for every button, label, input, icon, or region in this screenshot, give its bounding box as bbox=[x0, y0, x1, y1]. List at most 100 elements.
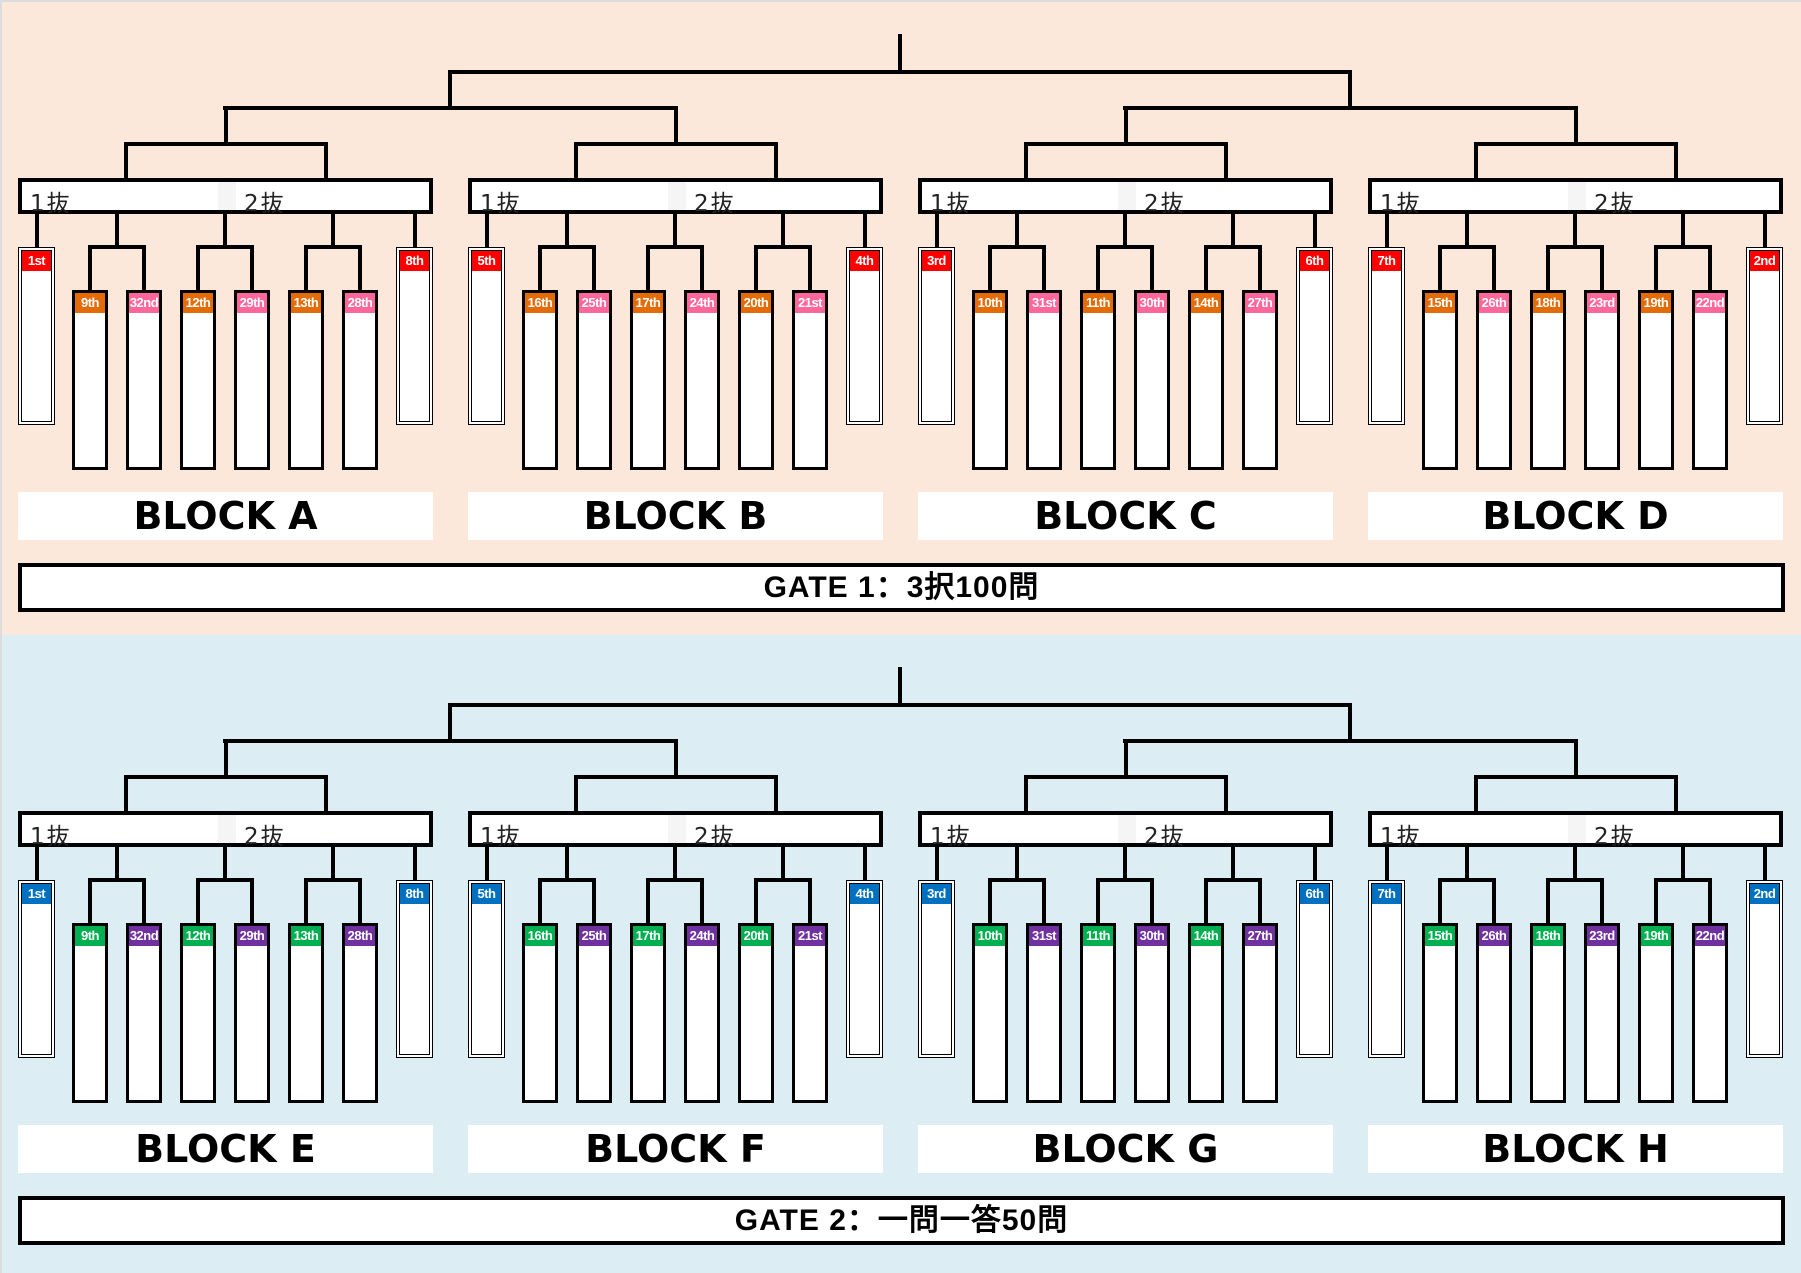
seed-slot-left[interactable]: 3rd bbox=[918, 247, 955, 425]
final-stem-line bbox=[898, 34, 902, 74]
pair-bracket-line bbox=[304, 878, 362, 882]
seed-slot-left[interactable]: 7th bbox=[1368, 247, 1405, 425]
seed-slot-right[interactable]: 2nd bbox=[1746, 247, 1783, 425]
seed-slot-left[interactable]: 3rd bbox=[918, 880, 955, 1058]
rank-tag: 25th bbox=[579, 926, 609, 946]
player-slot[interactable]: 18th bbox=[1530, 923, 1566, 1103]
block-bracket-line bbox=[773, 142, 778, 182]
pair-bracket-line bbox=[1204, 245, 1208, 294]
player-slot[interactable]: 27th bbox=[1242, 290, 1278, 470]
player-slot[interactable]: 16th bbox=[522, 290, 558, 470]
block-bracket-line bbox=[1473, 775, 1678, 779]
pair-bracket-line bbox=[1600, 878, 1604, 927]
seed-slot-left[interactable]: 5th bbox=[468, 880, 505, 1058]
block-bracket-line bbox=[123, 775, 128, 815]
player-slot[interactable]: 23rd bbox=[1584, 923, 1620, 1103]
advancement-bar-divider bbox=[668, 815, 686, 843]
seed-slot-left[interactable]: 1st bbox=[18, 880, 55, 1058]
player-slot[interactable]: 26th bbox=[1476, 923, 1512, 1103]
player-slot[interactable]: 23rd bbox=[1584, 290, 1620, 470]
player-slot[interactable]: 14th bbox=[1188, 290, 1224, 470]
player-slot[interactable]: 30th bbox=[1134, 290, 1170, 470]
player-slot[interactable]: 12th bbox=[180, 923, 216, 1103]
gate2-title-bar: GATE 2：一問一答50問 bbox=[18, 1196, 1785, 1245]
seed-slot-right[interactable]: 2nd bbox=[1746, 880, 1783, 1058]
player-slot[interactable]: 31st bbox=[1026, 923, 1062, 1103]
player-slot[interactable]: 10th bbox=[972, 290, 1008, 470]
block-bracket-line bbox=[573, 775, 578, 815]
advancement-bar-divider bbox=[1568, 815, 1586, 843]
pair-stem-line bbox=[331, 845, 335, 882]
player-slot[interactable]: 14th bbox=[1188, 923, 1224, 1103]
semifinal-left-bracket-line bbox=[223, 106, 677, 110]
player-slot[interactable]: 21st bbox=[792, 290, 828, 470]
player-slot[interactable]: 9th bbox=[72, 923, 108, 1103]
player-slot[interactable]: 20th bbox=[738, 923, 774, 1103]
seed-slot-right[interactable]: 6th bbox=[1296, 880, 1333, 1058]
player-slot[interactable]: 9th bbox=[72, 290, 108, 470]
player-slot[interactable]: 20th bbox=[738, 290, 774, 470]
player-slot[interactable]: 15th bbox=[1422, 923, 1458, 1103]
player-slot[interactable]: 22nd bbox=[1692, 290, 1728, 470]
player-slot[interactable]: 29th bbox=[234, 923, 270, 1103]
player-slot[interactable]: 11th bbox=[1080, 290, 1116, 470]
pair-stem-line bbox=[1573, 845, 1577, 882]
pair-stem-line bbox=[1123, 212, 1127, 249]
player-slot[interactable]: 10th bbox=[972, 923, 1008, 1103]
player-slot[interactable]: 15th bbox=[1422, 290, 1458, 470]
seed-stem-line bbox=[1312, 845, 1317, 882]
player-slot[interactable]: 29th bbox=[234, 290, 270, 470]
player-slot[interactable]: 19th bbox=[1638, 290, 1674, 470]
pair-stem-line bbox=[223, 845, 227, 882]
seed-slot-left[interactable]: 7th bbox=[1368, 880, 1405, 1058]
player-slot[interactable]: 30th bbox=[1134, 923, 1170, 1103]
final-bracket-line bbox=[448, 70, 1352, 74]
rank-tag: 25th bbox=[579, 293, 609, 313]
seed-slot-right[interactable]: 8th bbox=[396, 880, 433, 1058]
player-slot[interactable]: 21st bbox=[792, 923, 828, 1103]
player-slot[interactable]: 22nd bbox=[1692, 923, 1728, 1103]
player-slot[interactable]: 19th bbox=[1638, 923, 1674, 1103]
player-slot[interactable]: 32nd bbox=[126, 923, 162, 1103]
seed-slot-right[interactable]: 4th bbox=[846, 247, 883, 425]
block-bracket-line bbox=[123, 775, 328, 779]
player-slot[interactable]: 17th bbox=[630, 290, 666, 470]
player-slot[interactable]: 32nd bbox=[126, 290, 162, 470]
seed-slot-right[interactable]: 4th bbox=[846, 880, 883, 1058]
pair-bracket-line bbox=[1042, 878, 1046, 927]
player-slot[interactable]: 31st bbox=[1026, 290, 1062, 470]
seed-slot-right[interactable]: 6th bbox=[1296, 247, 1333, 425]
pair-bracket-line bbox=[538, 245, 596, 249]
player-slot[interactable]: 24th bbox=[684, 923, 720, 1103]
player-slot[interactable]: 13th bbox=[288, 923, 324, 1103]
rank-tag: 23rd bbox=[1587, 926, 1617, 946]
seed-slot-right[interactable]: 8th bbox=[396, 247, 433, 425]
player-slot[interactable]: 28th bbox=[342, 923, 378, 1103]
player-slot[interactable]: 28th bbox=[342, 290, 378, 470]
block-stem-line bbox=[1123, 106, 1128, 146]
player-slot[interactable]: 18th bbox=[1530, 290, 1566, 470]
player-slot[interactable]: 17th bbox=[630, 923, 666, 1103]
rank-tag: 14th bbox=[1191, 293, 1221, 313]
player-slot[interactable]: 12th bbox=[180, 290, 216, 470]
pair-bracket-line bbox=[1204, 245, 1262, 249]
seed-stem-line bbox=[862, 845, 867, 882]
player-slot[interactable]: 11th bbox=[1080, 923, 1116, 1103]
seed-slot-left[interactable]: 5th bbox=[468, 247, 505, 425]
player-slot[interactable]: 25th bbox=[576, 923, 612, 1103]
pair-bracket-line bbox=[1204, 878, 1208, 927]
rank-tag: 11th bbox=[1083, 293, 1113, 313]
rank-tag: 31st bbox=[1029, 293, 1059, 313]
seed-slot-left[interactable]: 1st bbox=[18, 247, 55, 425]
player-slot[interactable]: 27th bbox=[1242, 923, 1278, 1103]
pair-stem-line bbox=[673, 845, 677, 882]
pair-bracket-line bbox=[196, 878, 200, 927]
pair-bracket-line bbox=[1546, 878, 1604, 882]
player-slot[interactable]: 24th bbox=[684, 290, 720, 470]
player-slot[interactable]: 16th bbox=[522, 923, 558, 1103]
player-slot[interactable]: 13th bbox=[288, 290, 324, 470]
player-slot[interactable]: 25th bbox=[576, 290, 612, 470]
player-slot[interactable]: 26th bbox=[1476, 290, 1512, 470]
